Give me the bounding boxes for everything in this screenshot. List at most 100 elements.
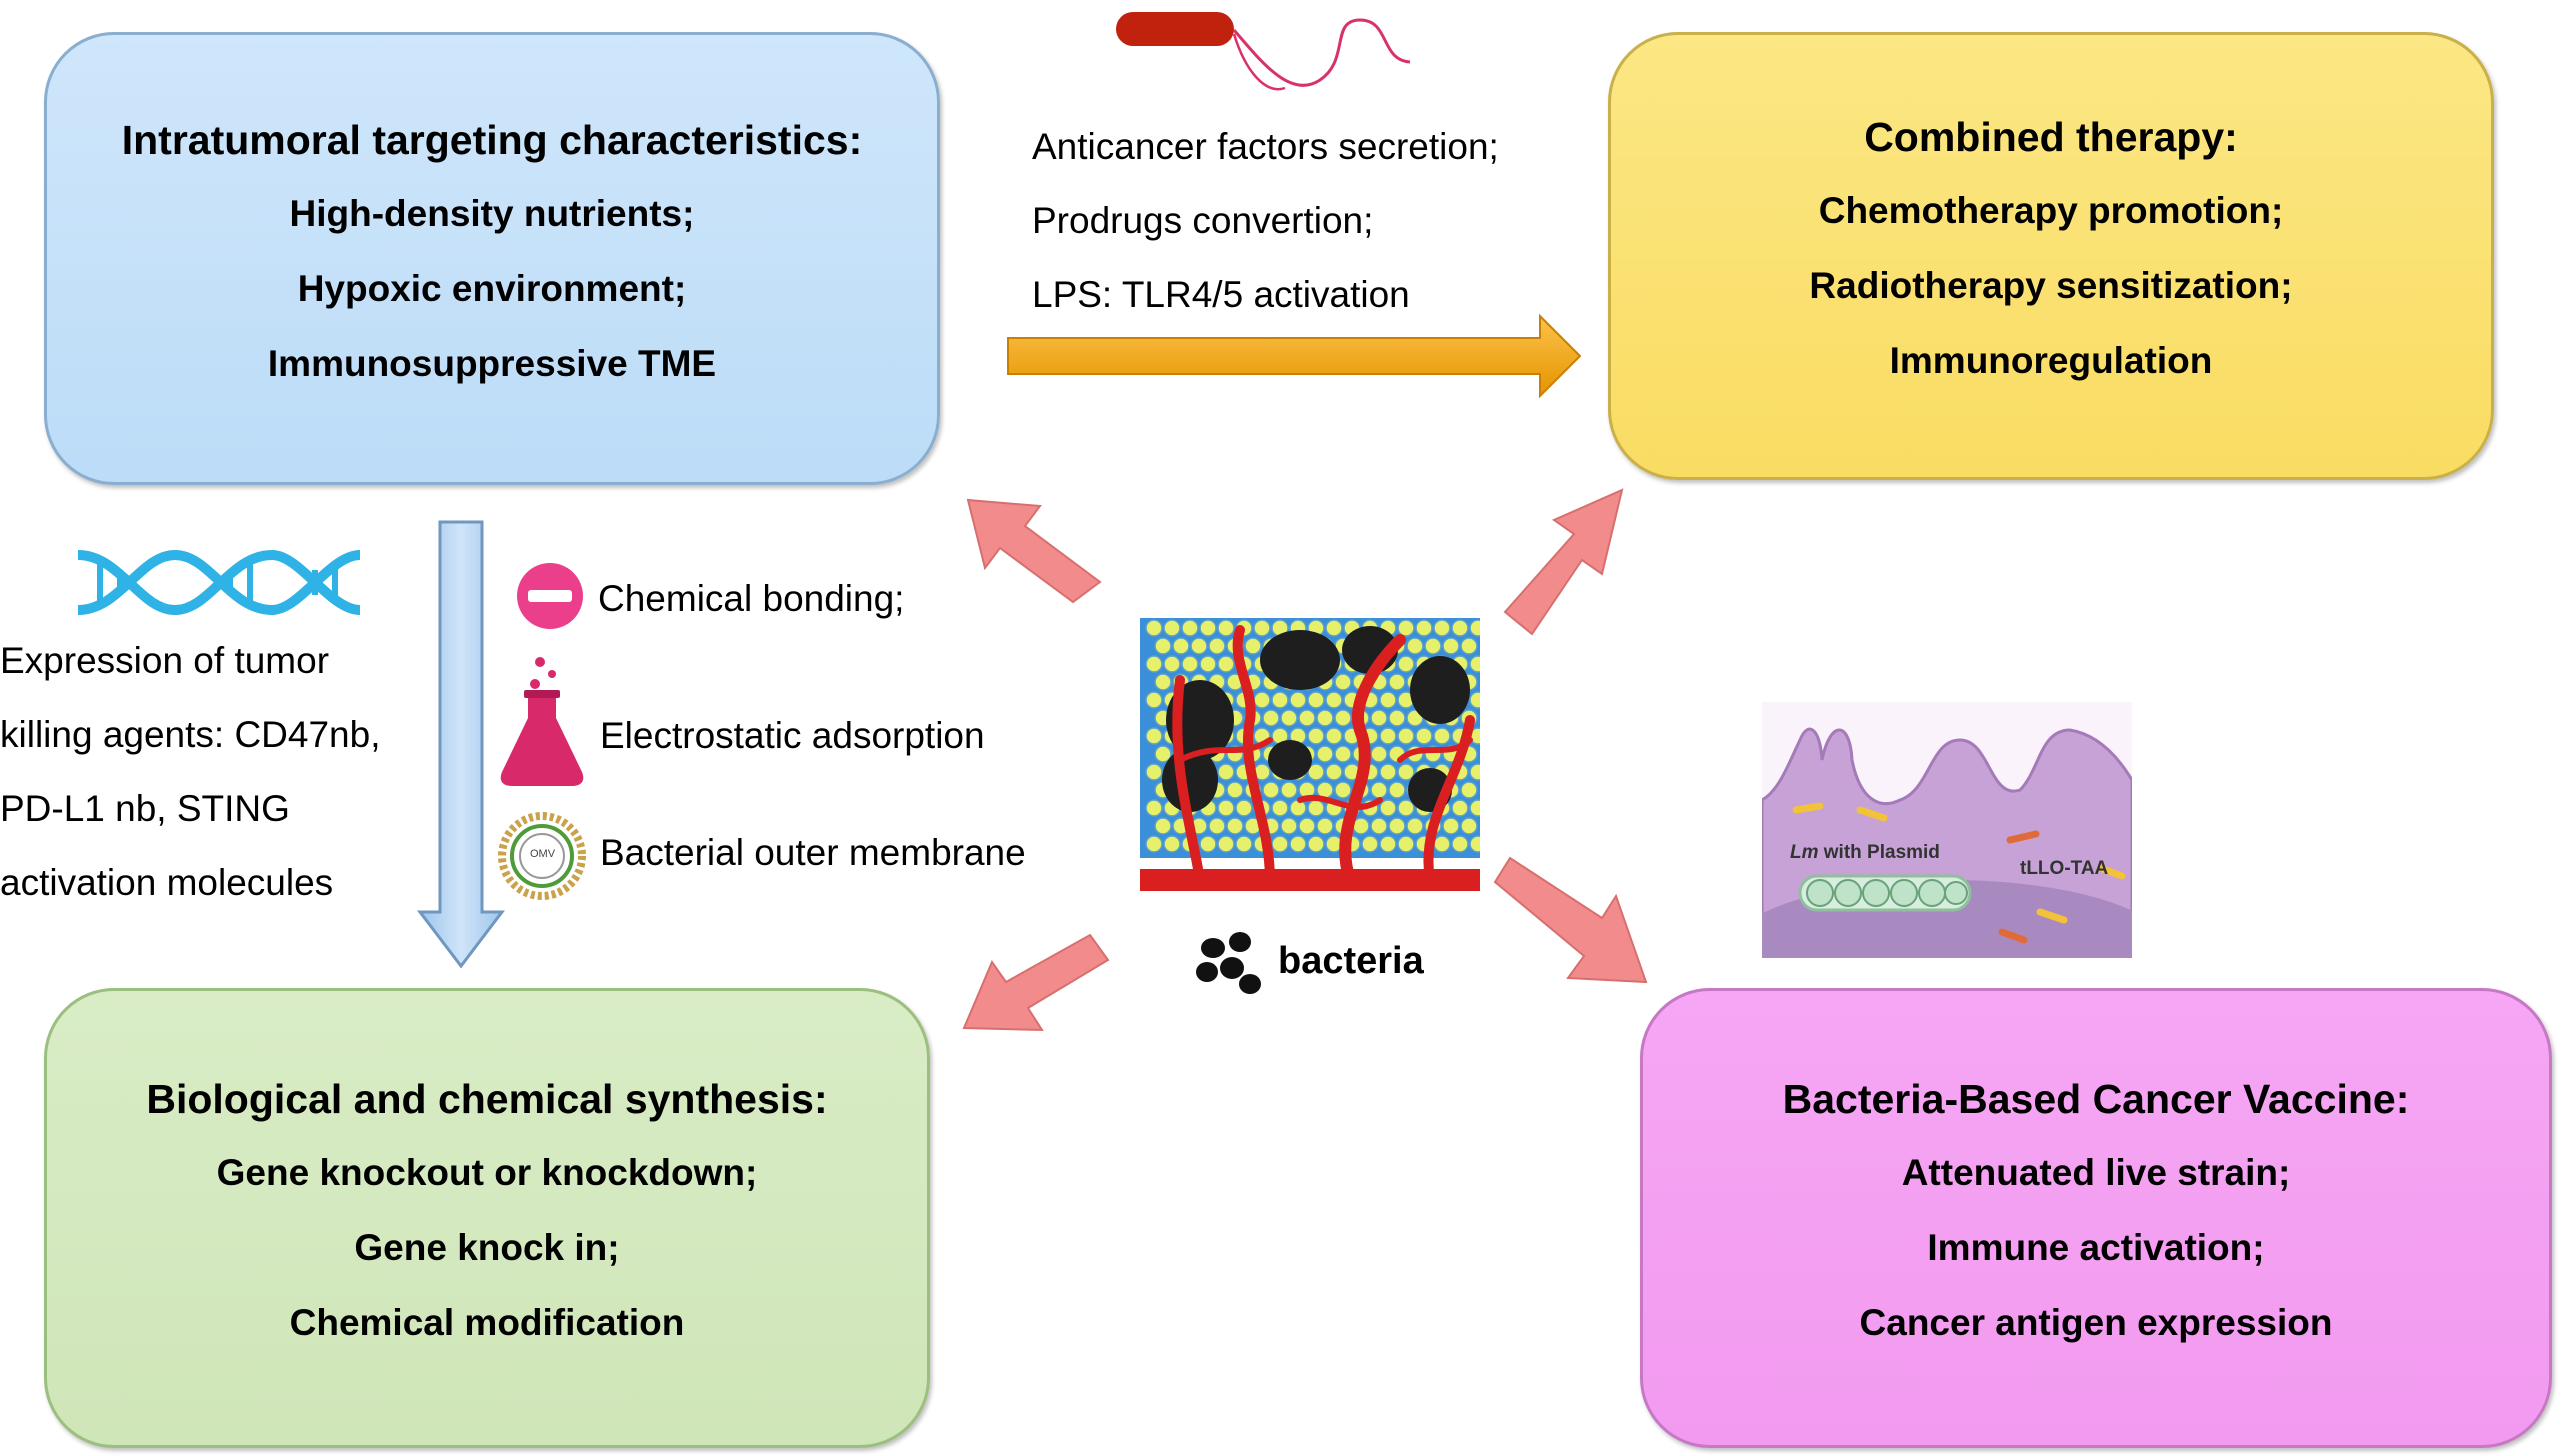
dna-icon — [77, 549, 361, 616]
tumor-cell — [1307, 799, 1325, 817]
tumor-cell — [1145, 691, 1163, 709]
tumor-cell — [1469, 835, 1480, 853]
flask-icon — [500, 657, 584, 786]
tumor-cell — [1388, 673, 1406, 691]
combined-therapy-box: Combined therapy: Chemotherapy promotion… — [1608, 32, 2494, 480]
omv-label: OMV — [530, 848, 556, 860]
tumor-cell — [1406, 637, 1424, 655]
tumor-cell — [1163, 655, 1181, 673]
tumor-cell — [1469, 763, 1480, 781]
tumor-cell — [1316, 745, 1334, 763]
tumor-cell — [1271, 799, 1289, 817]
tumor-cell — [1154, 817, 1172, 835]
tumor-cell — [1460, 637, 1478, 655]
tumor-cell — [1442, 817, 1460, 835]
targeting-characteristics-box: Intratumoral targeting characteristics: … — [44, 32, 940, 485]
combined-item: Immunoregulation — [1889, 340, 2213, 381]
tumor-cell — [1298, 817, 1316, 835]
tumor-cell — [1217, 619, 1235, 637]
tumor-cell — [1145, 655, 1163, 673]
tumor-cell — [1154, 745, 1172, 763]
bacteria-cluster-icon — [1196, 932, 1261, 994]
synthesis-title: Biological and chemical synthesis: — [146, 1076, 828, 1122]
tumor-cell — [1235, 799, 1253, 817]
tumor-cell — [1217, 799, 1235, 817]
tumor-cell — [1208, 637, 1226, 655]
tumor-cell — [1199, 655, 1217, 673]
tumor-cell — [1370, 745, 1388, 763]
tumor-cell — [1451, 799, 1469, 817]
tumor-cell — [1163, 619, 1181, 637]
synthesis-box: Biological and chemical synthesis: Gene … — [44, 988, 930, 1448]
tumor-cell — [1280, 709, 1298, 727]
tumor-cell — [1217, 763, 1235, 781]
tumor-cell — [1235, 835, 1253, 853]
tumor-cell — [1244, 637, 1262, 655]
expression-line: killing agents: CD47nb, — [0, 714, 381, 755]
tumor-cell — [1397, 835, 1415, 853]
tumor-cell — [1388, 709, 1406, 727]
synthesis-item: Gene knockout or knockdown; — [216, 1152, 758, 1193]
method-label: Chemical bonding; — [598, 578, 905, 619]
tumor-cell — [1397, 655, 1415, 673]
tumor-cell — [1433, 619, 1451, 637]
targeting-item: Hypoxic environment; — [297, 267, 687, 309]
tumor-cell — [1289, 691, 1307, 709]
tumor-cell — [1316, 709, 1334, 727]
orange-arrow — [1007, 313, 1582, 399]
targeting-item: High-density nutrients; — [289, 192, 695, 234]
tumor-cell — [1415, 619, 1433, 637]
top-arrow-label: LPS: TLR4/5 activation — [1032, 274, 1410, 315]
tumor-microenvironment-image — [1140, 618, 1480, 898]
tumor-cell — [1181, 619, 1199, 637]
tumor-cell — [1262, 781, 1280, 799]
targeting-item: Immunosuppressive TME — [267, 342, 717, 384]
tumor-cell — [1145, 763, 1163, 781]
tumor-cell — [1145, 619, 1163, 637]
tumor-cell — [1433, 835, 1451, 853]
outer-membrane-vesicle-icon — [498, 812, 586, 900]
tumor-cell — [1271, 691, 1289, 709]
tumor-cell — [1424, 637, 1442, 655]
tumor-cell — [1397, 727, 1415, 745]
vaccine-item: Cancer antigen expression — [1859, 1302, 2333, 1343]
tumor-cell — [1226, 817, 1244, 835]
targeting-title: Intratumoral targeting characteristics: — [121, 116, 863, 163]
plasmid-label: Lm with Plasmid — [1790, 842, 1940, 864]
tumor-cell — [1469, 799, 1480, 817]
tumor-cell — [1253, 619, 1271, 637]
tumor-cell — [1199, 835, 1217, 853]
tumor-cell — [1181, 655, 1199, 673]
tumor-cell — [1451, 619, 1469, 637]
cancer-vaccine-box: Bacteria-Based Cancer Vaccine: Attenuate… — [1640, 988, 2552, 1448]
tumor-cell — [1379, 691, 1397, 709]
tumor-cell — [1442, 637, 1460, 655]
top-arrow-label: Anticancer factors secretion; — [1032, 126, 1499, 167]
expression-line: PD-L1 nb, STING — [0, 788, 290, 829]
synthesis-item: Gene knock in; — [354, 1227, 620, 1268]
tumor-cell — [1451, 835, 1469, 853]
tumor-cell — [1334, 745, 1352, 763]
tumor-cell — [1307, 835, 1325, 853]
tumor-cell — [1325, 619, 1343, 637]
tumor-cell — [1397, 799, 1415, 817]
tumor-cell — [1217, 655, 1235, 673]
expression-line: activation molecules — [0, 862, 334, 903]
tumor-cell — [1370, 817, 1388, 835]
tumor-cell — [1280, 817, 1298, 835]
tumor-cell — [1397, 763, 1415, 781]
tumor-cell — [1325, 763, 1343, 781]
method-label: Electrostatic adsorption — [600, 715, 985, 756]
combined-title: Combined therapy: — [1864, 114, 2238, 160]
tumor-cell — [1316, 817, 1334, 835]
tumor-cell — [1361, 835, 1379, 853]
tumor-cell — [1334, 781, 1352, 799]
tumor-cell — [1253, 691, 1271, 709]
vaccine-item: Immune activation; — [1927, 1227, 2265, 1268]
tumor-cell — [1298, 709, 1316, 727]
tumor-cell — [1163, 835, 1181, 853]
tumor-cell — [1433, 727, 1451, 745]
tumor-cell — [1289, 835, 1307, 853]
tumor-cell — [1469, 619, 1480, 637]
